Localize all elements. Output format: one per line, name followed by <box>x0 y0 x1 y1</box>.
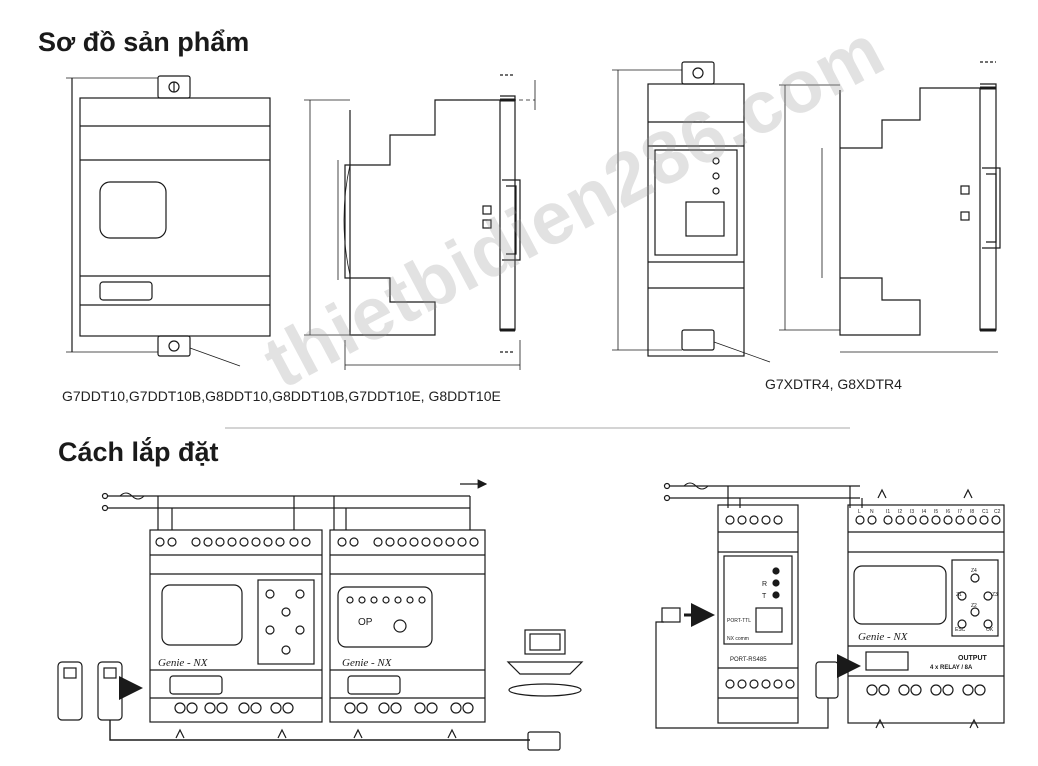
port-rs485-label: PORT-RS485 <box>730 657 767 663</box>
comm-module-unit <box>717 504 799 724</box>
comm-cable-right <box>655 603 861 729</box>
terminal-label: I3 <box>910 509 914 515</box>
keypad-label: Z2 <box>971 603 977 609</box>
section-title-product-diagram: Sơ đồ sản phẩm <box>38 27 250 57</box>
memory-cartridges <box>57 661 561 751</box>
left-plc-unit <box>149 529 323 723</box>
comm-label: NX comm <box>727 636 749 642</box>
side-view-right-device <box>779 61 1001 353</box>
terminal-label: I2 <box>898 509 902 515</box>
terminal-label: I4 <box>922 509 926 515</box>
right-plc-unit <box>847 488 1005 729</box>
terminal-label: C2 <box>994 509 1001 515</box>
keypad-label: Z4 <box>971 568 977 574</box>
terminal-label: I8 <box>970 509 974 515</box>
led-r-label: R <box>762 581 767 588</box>
computer-icon <box>506 629 584 697</box>
keypad-label: OK <box>986 627 994 633</box>
output-title: OUTPUT <box>958 655 988 662</box>
brand-label-left: Genie - NX <box>158 657 209 669</box>
op-label: OP <box>358 617 373 628</box>
caption-right-models: G7XDTR4, G8XDTR4 <box>765 376 902 392</box>
terminal-row-left <box>155 537 479 547</box>
front-view-right-device <box>612 61 771 363</box>
side-view-left-device <box>304 74 536 370</box>
terminal-label: I6 <box>946 509 950 515</box>
wiring-right <box>663 482 863 508</box>
terminal-label: I1 <box>886 509 890 515</box>
terminal-labels: L N I1 I2 I3 I4 I5 I6 I7 I8 C1 C2 <box>858 509 1001 515</box>
terminal-label: C1 <box>982 509 989 515</box>
wiring-left <box>101 479 488 530</box>
output-loads-left <box>175 728 457 739</box>
middle-plc-unit <box>329 529 486 723</box>
keypad-label: Z1 <box>956 592 962 598</box>
section-title-installation: Cách lắp đặt <box>58 437 219 467</box>
terminal-label: I7 <box>958 509 962 515</box>
brand-label-middle: Genie - NX <box>342 657 393 669</box>
port-ttl-label: PORT-TTL <box>727 618 751 624</box>
terminal-row-bottom-left <box>174 702 474 714</box>
keypad-label: Z3 <box>992 592 998 598</box>
output-subtitle: 4 x RELAY / 8A <box>930 665 973 671</box>
terminal-label: I5 <box>934 509 938 515</box>
led-t-label: T <box>762 593 767 600</box>
keypad-label: ESC <box>955 627 966 633</box>
caption-left-models: G7DDT10,G7DDT10B,G8DDT10,G8DDT10B,G7DDT1… <box>62 388 501 404</box>
brand-label-right: Genie - NX <box>858 631 909 643</box>
terminal-label: L <box>858 509 861 515</box>
front-view-left-device <box>66 75 271 367</box>
terminal-label: N <box>870 509 874 515</box>
